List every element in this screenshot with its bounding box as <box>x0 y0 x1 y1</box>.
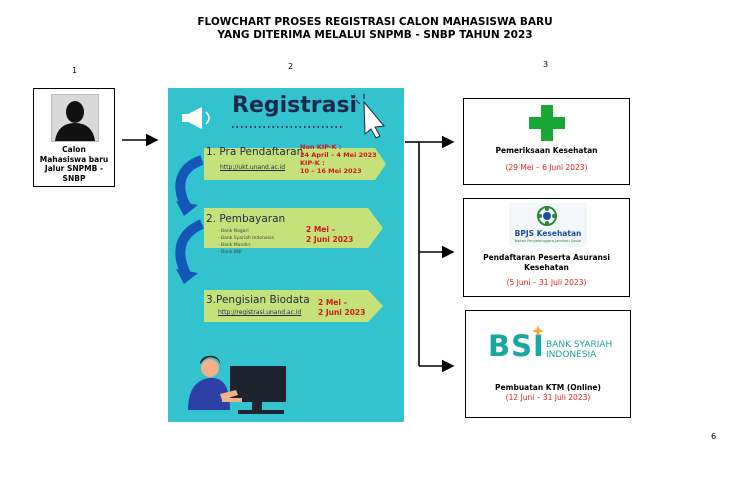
step-1-link[interactable]: http://ukt.unand.ac.id <box>220 164 286 171</box>
step-3-date-line-1: 2 Mei – <box>318 298 348 307</box>
step-3-link[interactable]: http://registrasi.unand.ac.id <box>218 309 302 316</box>
outcome-2-title-line-1: Pendaftaran Peserta Asuransi <box>483 253 610 262</box>
column-number-3: 3 <box>543 60 549 69</box>
computer-user-icon <box>188 355 286 414</box>
bsi-logo-line-1: BANK SYARIAH <box>546 340 613 350</box>
step-1-date-2: 10 – 16 Mei 2023 <box>300 167 362 175</box>
column-number-1: 1 <box>72 66 78 75</box>
bpjs-logo-text: BPJS Kesehatan <box>514 229 582 238</box>
candidate-box: Calon Mahasiswa baru Jalur SNPMB - SNBP <box>33 88 115 187</box>
bank-item: - Bank BNI <box>218 250 242 255</box>
bsi-logo: BSI BANK SYARIAH INDONESIA <box>488 325 618 367</box>
flow-arrow-2 <box>175 219 205 277</box>
green-cross-icon <box>529 105 565 141</box>
outcome-box-bpjs: BPJS Kesehatan Badan Penyelenggara Jamin… <box>463 198 630 297</box>
poster-decoration <box>175 94 386 414</box>
outcome-2-title-line-2: Kesehatan <box>524 263 569 272</box>
step-1-label: 1. Pra Pendaftaran <box>206 146 304 158</box>
outcome-2-date: (5 Juni – 31 Juli 2023) <box>506 278 587 287</box>
outcome-box-ktm: BSI BANK SYARIAH INDONESIA Pembuatan KTM… <box>465 310 631 418</box>
candidate-label-line-3: Jalur SNPMB - <box>44 164 104 173</box>
candidate-label-line-1: Calon <box>62 145 86 154</box>
outcome-1-title: Pemeriksaan Kesehatan <box>495 146 598 155</box>
page-number: 6 <box>711 432 717 441</box>
bsi-logo-line-2: INDONESIA <box>546 350 597 360</box>
step-2-date-line-1: 2 Mei – <box>306 225 336 234</box>
bpjs-emblem-icon <box>537 206 557 226</box>
step-1-date-1-label: Non KIP-K : <box>300 143 342 151</box>
bank-item: - Bank Mandiri <box>218 243 251 248</box>
bpjs-logo: BPJS Kesehatan Badan Penyelenggara Jamin… <box>509 203 587 247</box>
registrasi-poster: Registrasi 1. Pra Pendaftaran http://ukt… <box>168 88 404 422</box>
title-line-1: FLOWCHART PROSES REGISTRASI CALON MAHASI… <box>197 16 553 28</box>
step-2-label: 2. Pembayaran <box>206 213 286 225</box>
candidate-label-line-2: Mahasiswa baru <box>39 154 109 164</box>
step-3-label: 3.Pengisian Biodata <box>206 294 310 306</box>
column-number-2: 2 <box>288 62 294 71</box>
banner-step-2 <box>204 208 383 248</box>
flow-arrow-1 <box>175 155 204 209</box>
cursor-icon <box>355 94 385 139</box>
bank-item: - Bank Syariah Indonesia <box>218 236 274 241</box>
step-1-date-1: 24 April – 4 Mei 2023 <box>300 151 377 159</box>
person-silhouette-icon <box>51 94 99 142</box>
outcome-box-kesehatan: Pemeriksaan Kesehatan (29 Mei – 6 Juni 2… <box>463 98 630 185</box>
step-2-date-line-2: 2 Juni 2023 <box>306 235 354 244</box>
outcome-3-title: Pembuatan KTM (Online) <box>495 383 601 392</box>
registrasi-heading: Registrasi <box>232 93 358 118</box>
megaphone-icon <box>182 107 210 129</box>
banner-step-3 <box>204 290 383 322</box>
bsi-star-icon <box>532 325 544 337</box>
outcome-1-date: (29 Mei – 6 Juni 2023) <box>505 163 588 172</box>
candidate-label-line-4: SNBP <box>62 173 86 183</box>
bank-item: - Bank Nagari <box>218 229 249 234</box>
banner-step-1 <box>204 148 386 180</box>
title-line-2: YANG DITERIMA MELALUI SNPMB - SNBP TAHUN… <box>217 29 533 41</box>
bpjs-logo-subtext: Badan Penyelenggara Jaminan Sosial <box>514 239 582 243</box>
step-1-date-2-label: KIP-K : <box>300 159 325 167</box>
bsi-logo-main: BSI <box>488 329 545 363</box>
step-3-date-line-2: 2 Juni 2023 <box>318 308 366 317</box>
outcome-3-date: (12 Juni – 31 Juli 2023) <box>505 393 591 402</box>
